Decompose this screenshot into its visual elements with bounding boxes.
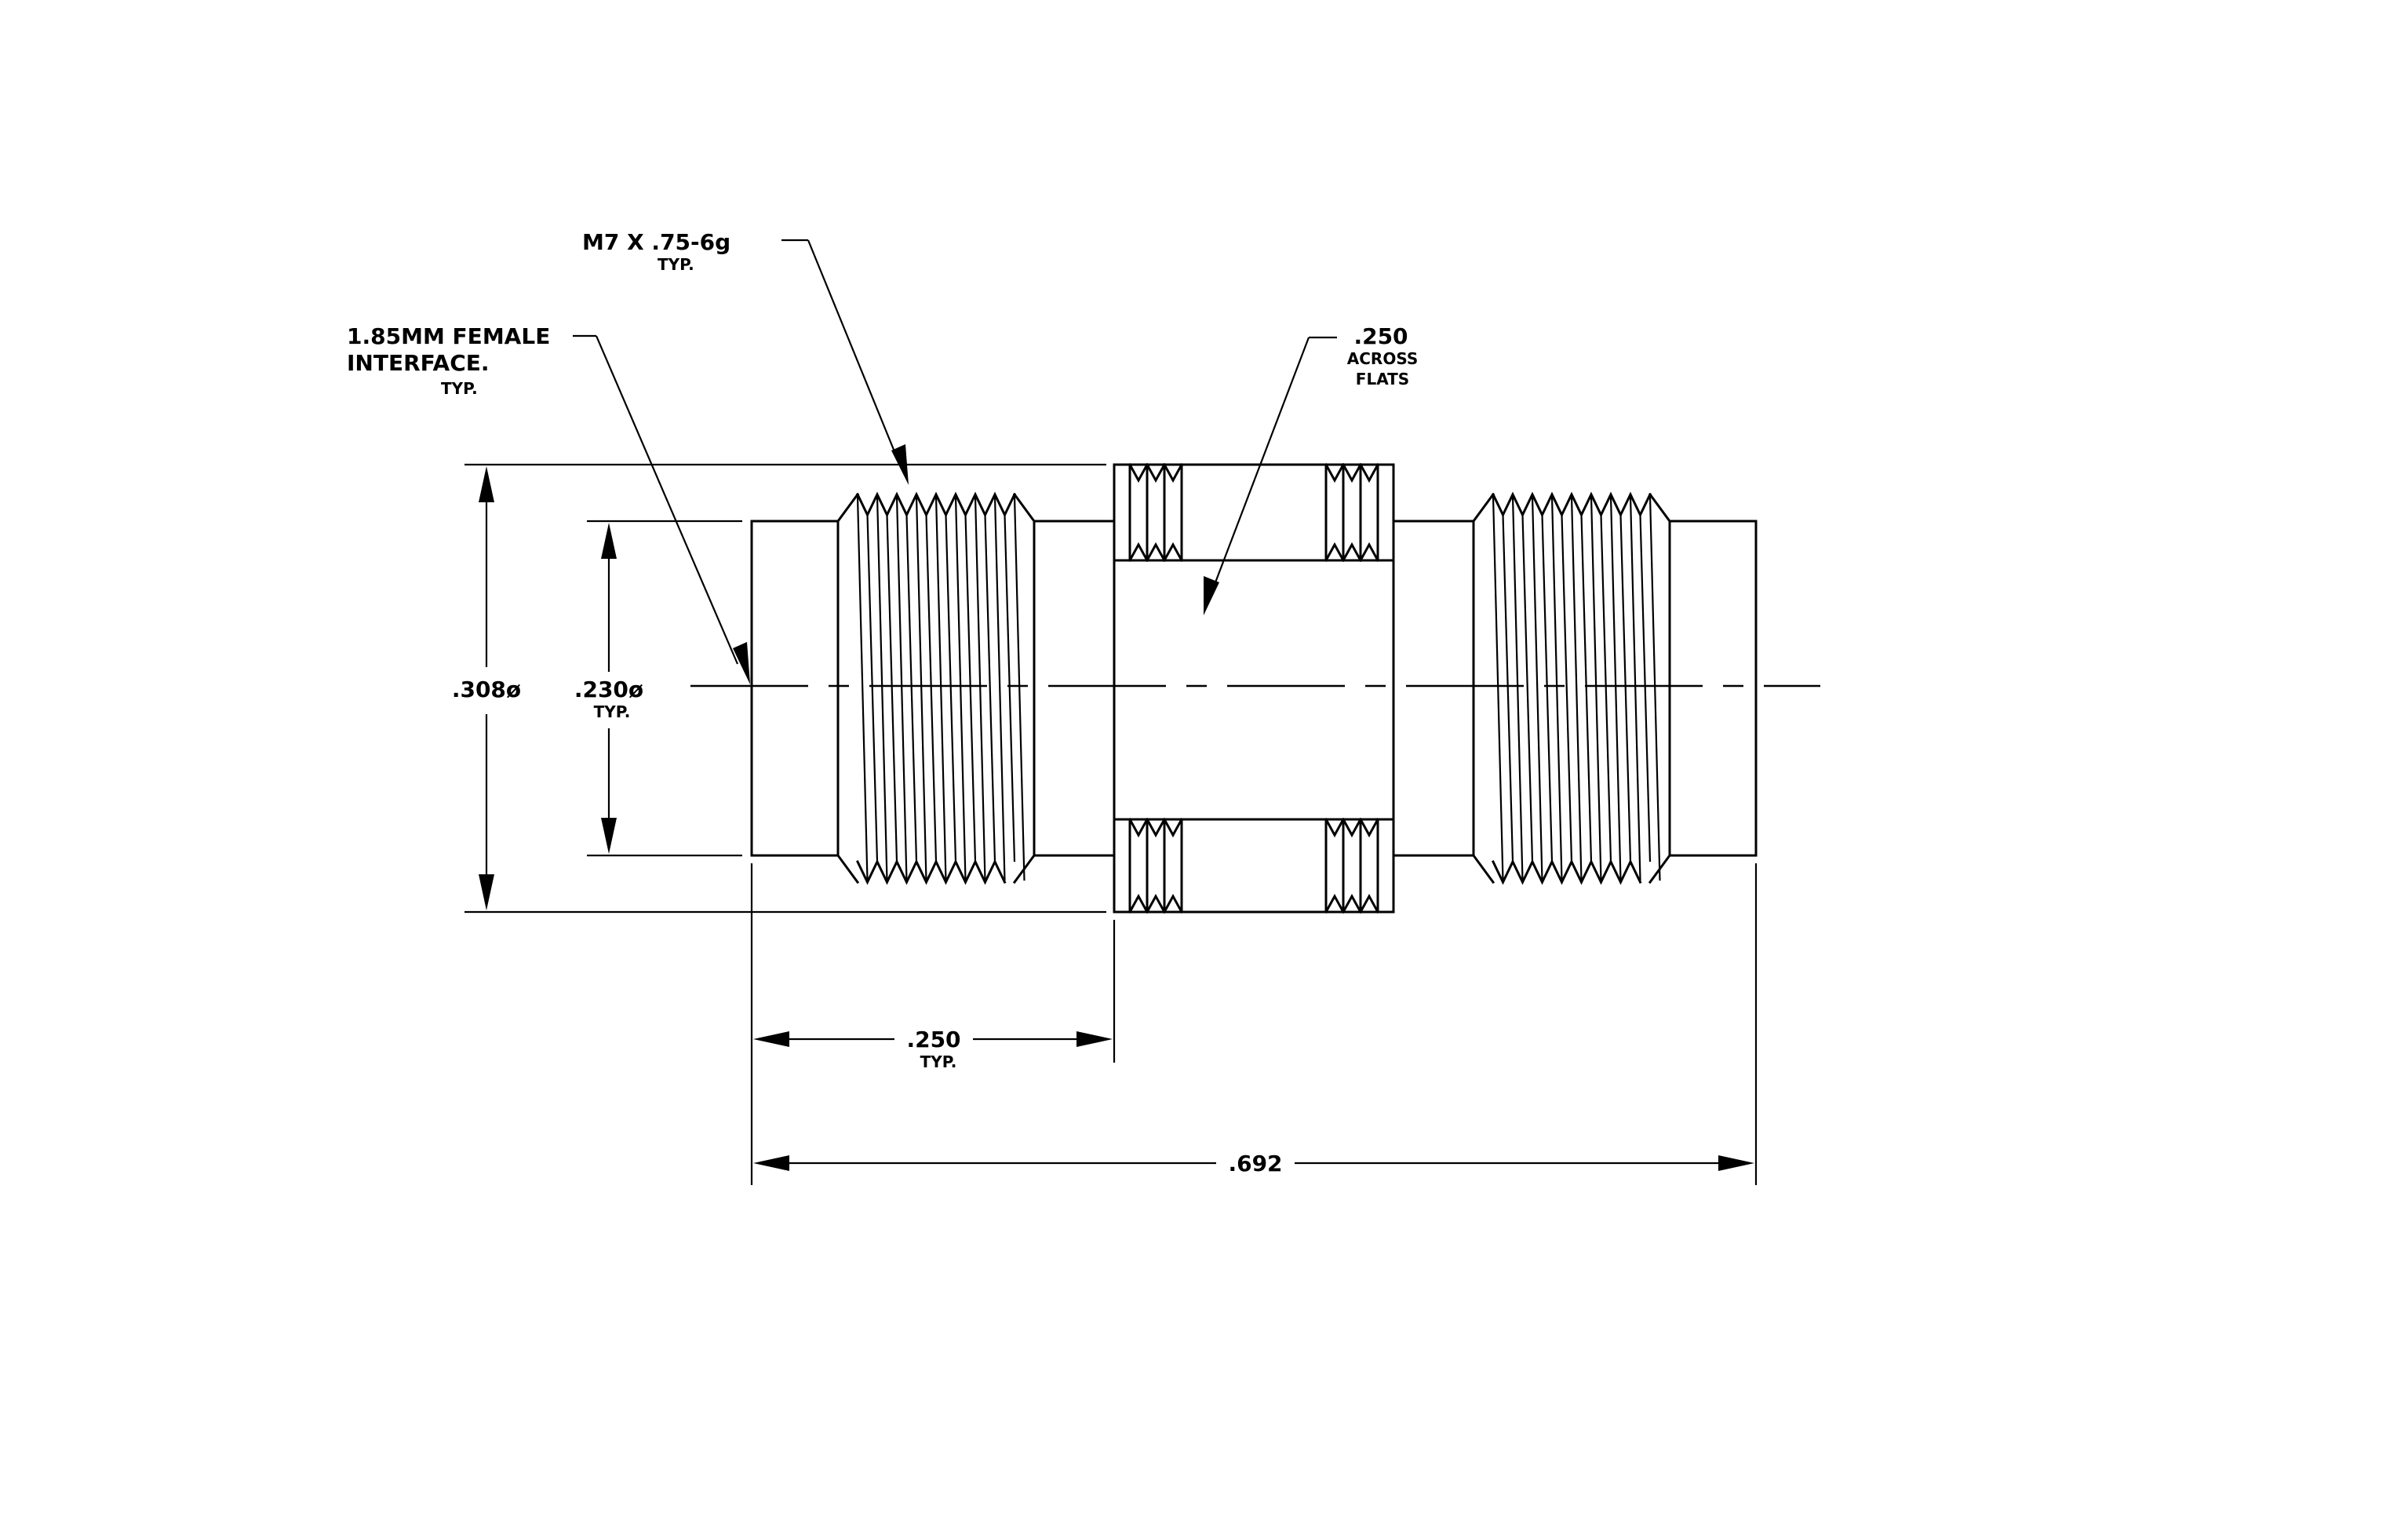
thread-callout-typ-note: TYP.: [658, 255, 694, 274]
flats-callout-line2: ACROSS: [1347, 349, 1418, 368]
interface-length-dimension: .250 TYP.: [750, 863, 1116, 1185]
left-interface-body: [750, 520, 840, 857]
right-interface-body: [1668, 520, 1758, 857]
interface-callout-line2: INTERFACE.: [347, 350, 490, 376]
left-neck: [1033, 520, 1116, 857]
right-neck: [1392, 520, 1475, 857]
flats-callout: .250 ACROSS FLATS: [1204, 323, 1418, 615]
hex-body: [1113, 462, 1395, 914]
left-thread: [836, 491, 1036, 885]
bore-diameter-dimension: .230ø TYP.: [574, 520, 742, 857]
outer-diameter-label: .308ø: [452, 677, 521, 702]
overall-length-label: .692: [1228, 1151, 1282, 1176]
interface-length-label: .250: [906, 1027, 960, 1052]
interface-length-typ-note: TYP.: [920, 1052, 957, 1071]
bore-diameter-typ-note: TYP.: [594, 702, 631, 721]
flats-callout-line3: FLATS: [1356, 370, 1409, 388]
interface-callout-line1: 1.85MM FEMALE: [347, 323, 550, 349]
outer-diameter-dimension: .308ø: [439, 463, 1106, 914]
flats-callout-line1: .250: [1353, 323, 1408, 349]
thread-callout-line1: M7 X .75-6g: [582, 229, 730, 255]
thread-callout: M7 X .75-6g TYP.: [582, 229, 909, 485]
interface-callout: 1.85MM FEMALE INTERFACE. TYP.: [347, 323, 750, 684]
right-thread: [1471, 491, 1672, 885]
bore-diameter-label: .230ø: [574, 677, 643, 702]
overall-length-dimension: .692: [753, 863, 1758, 1185]
interface-callout-typ-note: TYP.: [441, 379, 478, 398]
